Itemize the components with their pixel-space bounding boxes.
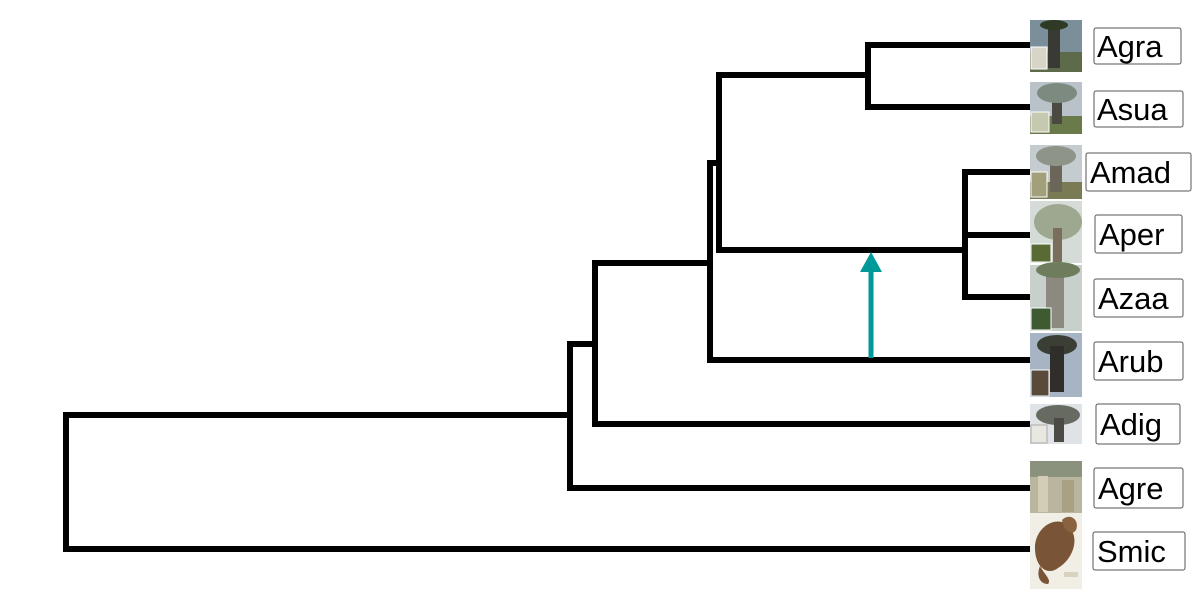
branch-node-agra-asua: [865, 42, 1033, 110]
taxon-label-agra: Agra: [1093, 27, 1182, 65]
taxon-thumbnails: [1030, 20, 1082, 589]
thumbnail-agra: [1030, 20, 1082, 72]
thumbnail-asua: [1030, 82, 1082, 134]
taxon-label-smic: Smic: [1092, 531, 1186, 571]
branch-root: [63, 412, 1033, 552]
transition-arrow: [860, 252, 882, 358]
taxon-label-amad-text: Amad: [1090, 155, 1171, 190]
taxon-label-aper: Aper: [1094, 214, 1183, 254]
thumbnail-azaa: [1030, 262, 1082, 331]
taxon-label-smic-text: Smic: [1097, 534, 1166, 569]
taxon-label-amad: Amad: [1085, 152, 1192, 192]
taxon-label-asua: Asua: [1093, 90, 1184, 128]
taxon-label-agra-text: Agra: [1097, 29, 1163, 64]
branch-node-agre: [567, 341, 1033, 491]
thumbnail-arub: [1030, 333, 1082, 397]
thumbnail-amad: [1030, 145, 1082, 199]
tree-branches: [63, 42, 1033, 552]
taxon-label-aper-text: Aper: [1099, 217, 1164, 252]
taxon-label-arub-text: Arub: [1098, 344, 1163, 379]
taxon-label-adig: Adig: [1095, 403, 1181, 445]
branch-node-main: [716, 72, 968, 253]
taxon-label-azaa: Azaa: [1093, 278, 1184, 318]
taxon-label-azaa-text: Azaa: [1098, 281, 1169, 316]
taxon-label-agre-text: Agre: [1098, 471, 1163, 506]
taxon-label-arub: Arub: [1093, 341, 1184, 381]
thumbnail-aper: [1030, 201, 1082, 263]
taxon-label-asua-text: Asua: [1097, 92, 1168, 127]
taxon-label-adig-text: Adig: [1100, 407, 1162, 442]
thumbnail-smic: [1030, 513, 1082, 589]
branch-node-adig: [592, 260, 1033, 427]
taxon-label-agre: Agre: [1093, 467, 1184, 509]
thumbnail-agre: [1030, 461, 1082, 513]
thumbnail-adig: [1030, 404, 1082, 444]
taxon-labels: Agra Asua Amad Aper Azaa Arub Adig Agre: [1085, 27, 1192, 571]
branch-node-amad-aper-azaa: [962, 169, 1033, 300]
